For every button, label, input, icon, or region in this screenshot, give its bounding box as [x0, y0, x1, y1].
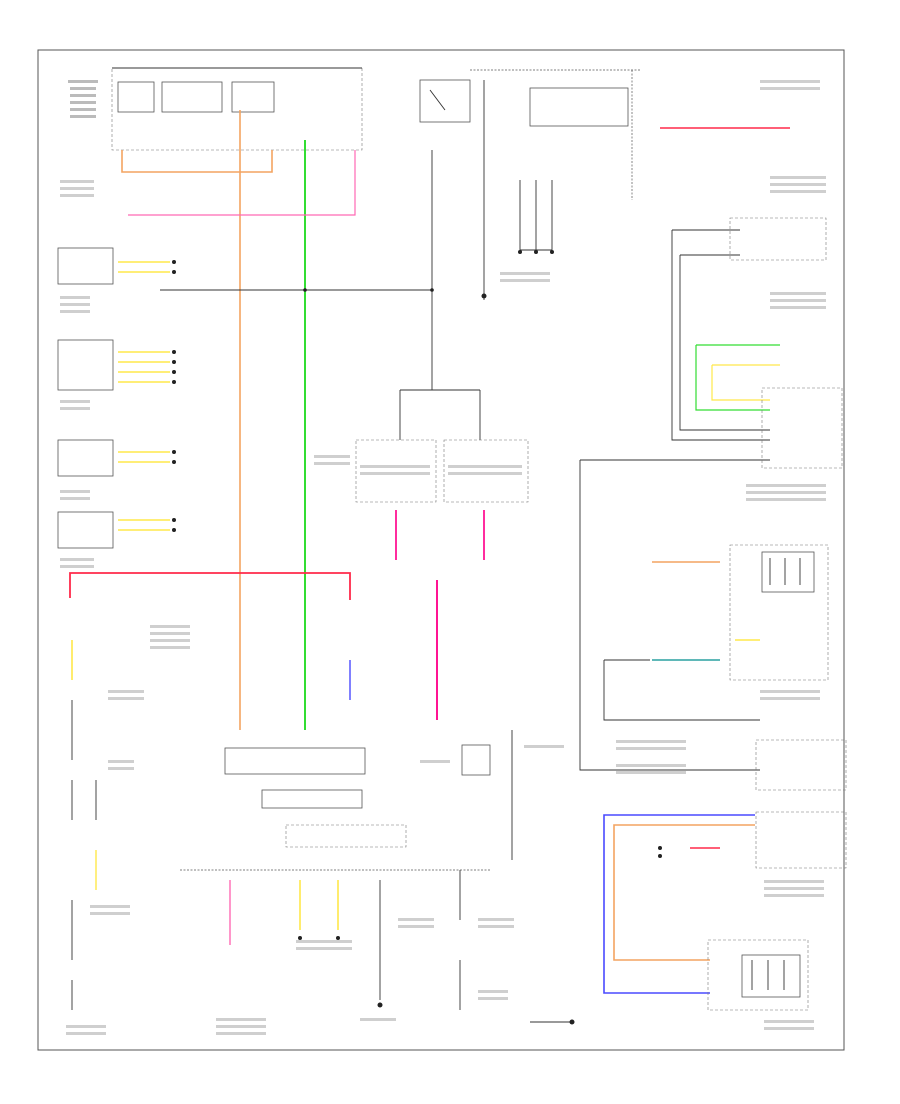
connector-right-1 — [729, 217, 827, 261]
wire-blue-bottom-right — [603, 814, 755, 994]
power-switch-module-right — [443, 439, 529, 503]
component-left-4 — [57, 511, 176, 549]
switch-assembly-right — [729, 544, 829, 681]
wire-orange-top — [121, 150, 273, 173]
relay-middle — [461, 744, 491, 776]
connector-right-3 — [755, 739, 847, 791]
connector-right-4 — [755, 811, 847, 869]
power-switch-module-left — [355, 439, 437, 503]
module-top-right-connector — [529, 87, 629, 127]
relay-top-middle — [419, 79, 471, 123]
junction-dots — [298, 250, 662, 1025]
component-left-3 — [57, 439, 176, 477]
wire-orange-bottom-right — [613, 824, 755, 961]
switch-assembly-bottom-right — [707, 939, 809, 1011]
text-block-top-left — [68, 80, 98, 118]
wire-green-right — [695, 345, 770, 411]
black-wires — [71, 69, 770, 1023]
wire-yellow-right — [711, 365, 770, 401]
wire-red-main — [69, 572, 351, 600]
fuse-block-top-left — [111, 67, 363, 151]
diagram-frame — [37, 49, 845, 1051]
power-supply-circuit — [224, 747, 366, 809]
component-left-1 — [57, 247, 176, 285]
connector-right-2 — [761, 387, 843, 469]
illegible-label-bars — [60, 80, 826, 1035]
component-left-2 — [57, 339, 176, 391]
wire-pink-top — [128, 150, 356, 216]
seat-control-module — [285, 824, 407, 848]
